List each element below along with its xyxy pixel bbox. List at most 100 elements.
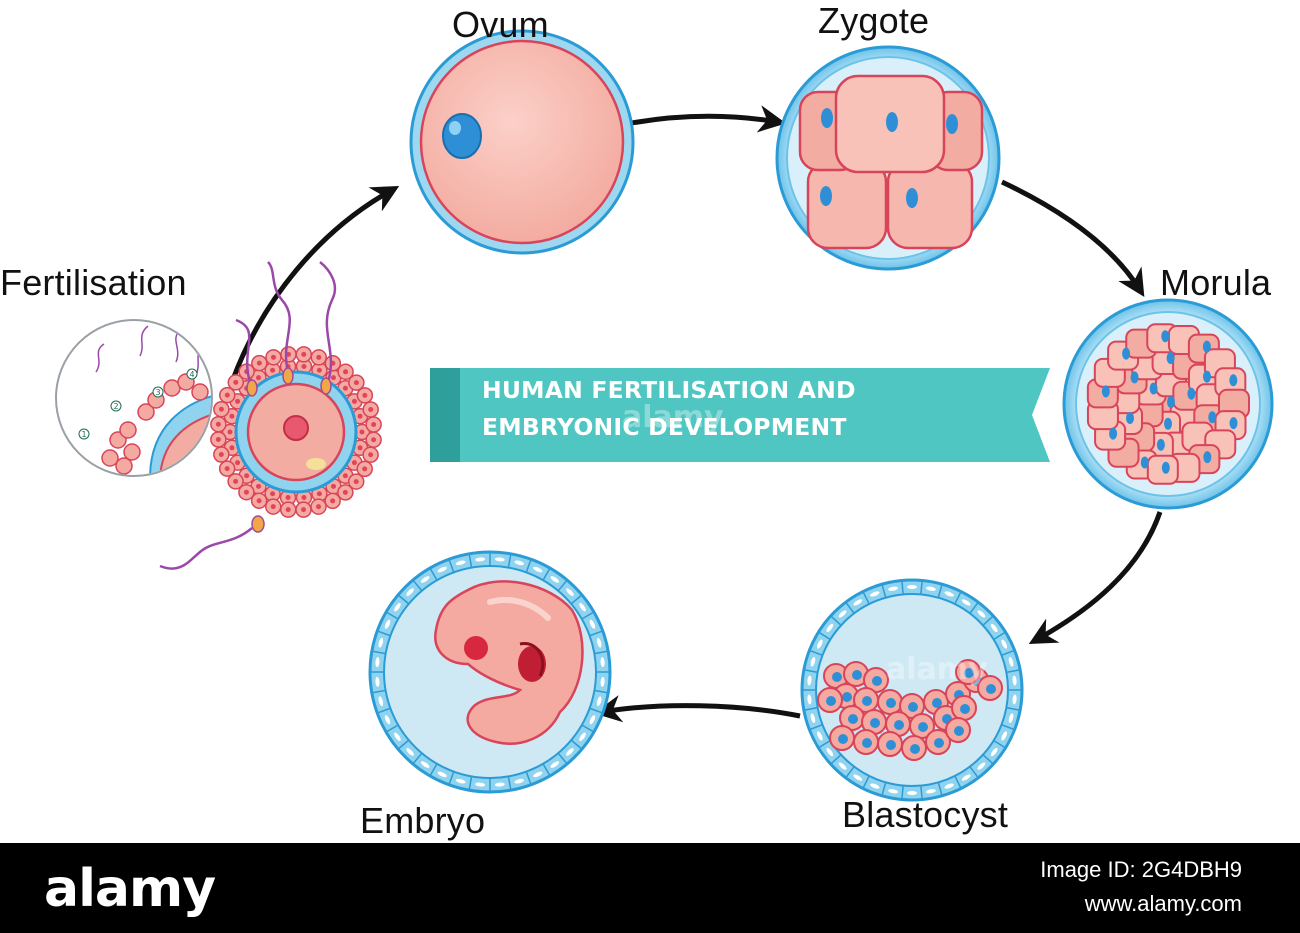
ring-cell-divider — [862, 775, 870, 789]
ring-cell-nucleus — [600, 676, 605, 687]
ring-cell-nucleus — [990, 623, 998, 633]
blastocyst-cell-nucleus — [908, 702, 918, 712]
ring-cell-divider — [830, 754, 842, 765]
blastocyst-cell-nucleus — [862, 696, 872, 706]
ovum-illustration — [409, 29, 635, 255]
arrow-blastocyst-to-embryo — [593, 695, 801, 723]
stage-label-morula: Morula — [1160, 262, 1272, 303]
ring-cell-divider — [920, 580, 923, 595]
ring-cell-nucleus — [596, 696, 602, 707]
embryo-heart-icon — [518, 646, 546, 682]
corona-cell-nucleus — [256, 498, 262, 504]
ring-cell-nucleus — [838, 762, 847, 770]
ring-cell-divider — [376, 707, 391, 714]
ring-cell-divider — [525, 771, 532, 786]
corona-cell-nucleus — [316, 504, 322, 510]
ring-cell-nucleus — [455, 778, 466, 784]
corona-cell-nucleus — [316, 354, 322, 360]
corona-cell-nucleus — [371, 437, 377, 443]
morula-nucleus — [1161, 461, 1170, 474]
ring-cell-divider — [937, 782, 943, 797]
ring-cell-divider — [412, 579, 423, 592]
ring-cell-divider — [570, 594, 583, 605]
morula-nucleus — [1208, 411, 1217, 424]
morula-nucleus — [1166, 352, 1175, 365]
ring-cell-nucleus — [838, 610, 847, 618]
corona-cell-nucleus — [301, 495, 307, 501]
ring-cell-divider — [809, 649, 823, 657]
ring-cell-divider — [581, 611, 595, 620]
arrow-morula-to-blastocyst — [1028, 511, 1163, 645]
morula-nucleus — [1229, 417, 1238, 430]
inset-number: 1 — [81, 430, 86, 439]
corona-cell-nucleus — [357, 445, 363, 451]
corona-cell-nucleus — [218, 406, 224, 412]
corona-cell-nucleus — [353, 479, 359, 485]
ring-cell-nucleus — [961, 774, 971, 781]
ring-cell-divider — [589, 707, 604, 714]
corona-cell-nucleus — [256, 360, 262, 366]
morula-nucleus — [1149, 382, 1158, 395]
blastocyst-cell-nucleus — [832, 672, 842, 682]
ring-cell-divider — [371, 650, 386, 655]
corona-cell-nucleus — [233, 379, 239, 385]
corona-cell-nucleus — [368, 406, 374, 412]
morula-nucleus — [1130, 371, 1139, 384]
ring-cell-divider — [1001, 723, 1015, 731]
morula-nucleus — [1140, 456, 1149, 469]
ring-cell-divider — [397, 594, 410, 605]
ring-cell-nucleus — [977, 610, 986, 618]
ring-cell-nucleus — [384, 619, 391, 629]
fertilisation-inset: 1 2 3 4 — [55, 319, 213, 477]
ring-cell-nucleus — [944, 783, 954, 789]
ring-cell-divider — [954, 775, 962, 789]
corona-cell-nucleus — [256, 483, 262, 489]
corona-cell-nucleus — [301, 363, 307, 369]
ring-cell-nucleus — [375, 676, 380, 687]
corona-cell-nucleus — [233, 478, 239, 484]
ring-cell-divider — [901, 785, 904, 800]
footer-url: www.alamy.com — [1084, 891, 1242, 916]
ring-cell-divider — [982, 754, 994, 765]
corona-cell-nucleus — [301, 351, 307, 357]
ring-cell-nucleus — [579, 602, 586, 612]
blastocyst-cell-nucleus — [886, 698, 896, 708]
ring-cell-divider — [803, 706, 818, 711]
ring-cell-divider — [881, 583, 887, 598]
ring-cell-nucleus — [1012, 694, 1017, 705]
corona-cell-nucleus — [342, 473, 348, 479]
ovum-nucleus-icon — [442, 113, 482, 159]
blastocyst-outer-cells — [802, 580, 1022, 800]
ring-cell-divider — [371, 689, 386, 694]
corona-cell-nucleus — [235, 460, 241, 466]
morula-nucleus — [1161, 330, 1170, 343]
inset-corona-cell — [115, 457, 133, 475]
cycle-arrows — [229, 105, 1163, 723]
ring-cell-divider — [982, 615, 994, 626]
corona-cell-nucleus — [270, 367, 276, 373]
ring-cell-divider — [993, 739, 1006, 749]
corona-cell-nucleus — [351, 460, 357, 466]
ring-cell-divider — [920, 785, 923, 800]
zygote-illustration — [775, 45, 1001, 271]
ring-cell-nucleus — [475, 557, 486, 562]
corona-cell-nucleus — [362, 392, 368, 398]
ring-cell-divider — [385, 611, 399, 620]
ring-cell-divider — [969, 601, 979, 614]
footer-image-id: Image ID: 2G4DBH9 — [1040, 857, 1242, 882]
ring-cell-divider — [818, 631, 831, 641]
ring-cell-nucleus — [420, 576, 430, 583]
morula-nucleus — [1164, 417, 1173, 430]
ring-cell-nucleus — [589, 619, 596, 629]
stage-label-blastocyst: Blastocyst — [842, 794, 1009, 835]
diagram-title-line-1: HUMAN FERTILISATION AND — [482, 376, 856, 404]
inset-number: 4 — [189, 370, 194, 379]
blastocyst-cell-nucleus — [826, 696, 836, 706]
blastocyst-cell-nucleus — [918, 722, 928, 732]
ring-cell-nucleus — [494, 782, 505, 787]
corona-cell-nucleus — [301, 507, 307, 513]
ring-cell-nucleus — [566, 748, 574, 756]
blastocyst-cell-nucleus — [842, 692, 852, 702]
corona-cell-nucleus — [316, 367, 322, 373]
corona-cell-nucleus — [353, 380, 359, 386]
